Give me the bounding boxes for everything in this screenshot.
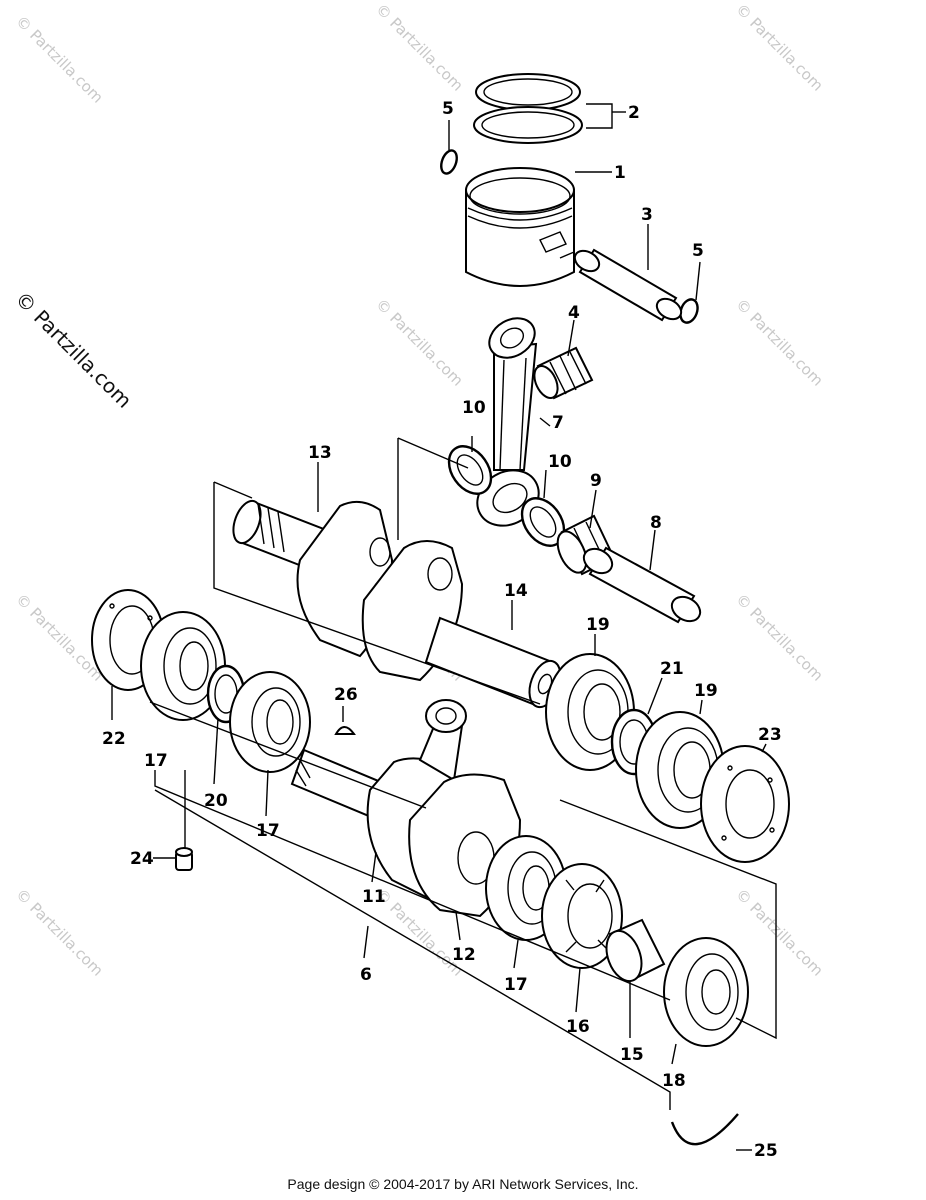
callout-label: 1 xyxy=(614,163,626,183)
piston-rings xyxy=(473,73,583,144)
oil-seal-right xyxy=(700,745,790,863)
watermark: © Partzilla.com xyxy=(732,590,827,685)
callout-label: 13 xyxy=(308,443,332,463)
callout-label: 19 xyxy=(586,615,610,635)
dowel-pin xyxy=(175,847,193,871)
callout-label: 8 xyxy=(650,513,662,533)
woodruff-key xyxy=(334,726,356,735)
callout-label: 26 xyxy=(334,685,358,705)
crankshaft-half-upper xyxy=(232,499,394,658)
thrust-washer xyxy=(447,445,493,495)
callout-label: 12 xyxy=(452,945,476,965)
retaining-ring xyxy=(670,1113,739,1146)
needle-bearing-small xyxy=(533,346,594,400)
callout-label: 5 xyxy=(442,99,454,119)
callout-label: 21 xyxy=(660,659,684,679)
crankshaft-half-lower xyxy=(361,540,562,709)
callout-label: 19 xyxy=(694,681,718,701)
callout-label: 5 xyxy=(692,241,704,261)
watermark: © Partzilla.com xyxy=(12,12,107,107)
callout-label: 10 xyxy=(548,452,572,472)
piston xyxy=(465,167,575,287)
watermark: © Partzilla.com xyxy=(12,885,107,980)
callout-labels: 2 1 5 3 5 4 7 10 10 9 8 13 14 19 21 19 2… xyxy=(102,99,782,1161)
callout-label: 24 xyxy=(130,849,154,869)
callout-label: 11 xyxy=(362,887,386,907)
callout-label: 20 xyxy=(204,791,228,811)
labyrinth-seal xyxy=(541,863,623,969)
watermark: © Partzilla.com xyxy=(372,295,467,390)
callout-label: 4 xyxy=(568,303,580,323)
oil-seal-lower xyxy=(663,937,749,1047)
callout-label: 17 xyxy=(504,975,528,995)
side-watermark: © Partzilla.com xyxy=(10,287,136,413)
callout-label: 18 xyxy=(662,1071,686,1091)
watermark: © Partzilla.com xyxy=(372,0,467,95)
main-bearing-left-b xyxy=(229,671,311,773)
callout-label: 9 xyxy=(590,471,602,491)
assembly-lines xyxy=(111,103,777,1151)
circlip xyxy=(440,149,458,175)
collar xyxy=(605,918,666,983)
callout-label: 22 xyxy=(102,729,126,749)
callout-label: 16 xyxy=(566,1017,590,1037)
callout-label: 15 xyxy=(620,1045,644,1065)
callout-label: 17 xyxy=(144,751,168,771)
watermark: © Partzilla.com xyxy=(732,0,827,95)
watermark: © Partzilla.com xyxy=(732,295,827,390)
page-footer: Page design © 2004-2017 by ARI Network S… xyxy=(287,1176,639,1192)
callout-label: 2 xyxy=(628,103,640,123)
callout-label: 17 xyxy=(256,821,280,841)
callout-label: 14 xyxy=(504,581,528,601)
callout-label: 10 xyxy=(462,398,486,418)
piston-pin xyxy=(573,248,683,322)
callout-label: 3 xyxy=(641,205,653,225)
callout-label: 23 xyxy=(758,725,782,745)
callout-label: 7 xyxy=(552,413,564,433)
watermark: © Partzilla.com xyxy=(732,885,827,980)
callout-label: 25 xyxy=(754,1141,778,1161)
circlip xyxy=(679,298,699,324)
crank-pin xyxy=(582,546,702,624)
callout-label: 6 xyxy=(360,965,372,985)
